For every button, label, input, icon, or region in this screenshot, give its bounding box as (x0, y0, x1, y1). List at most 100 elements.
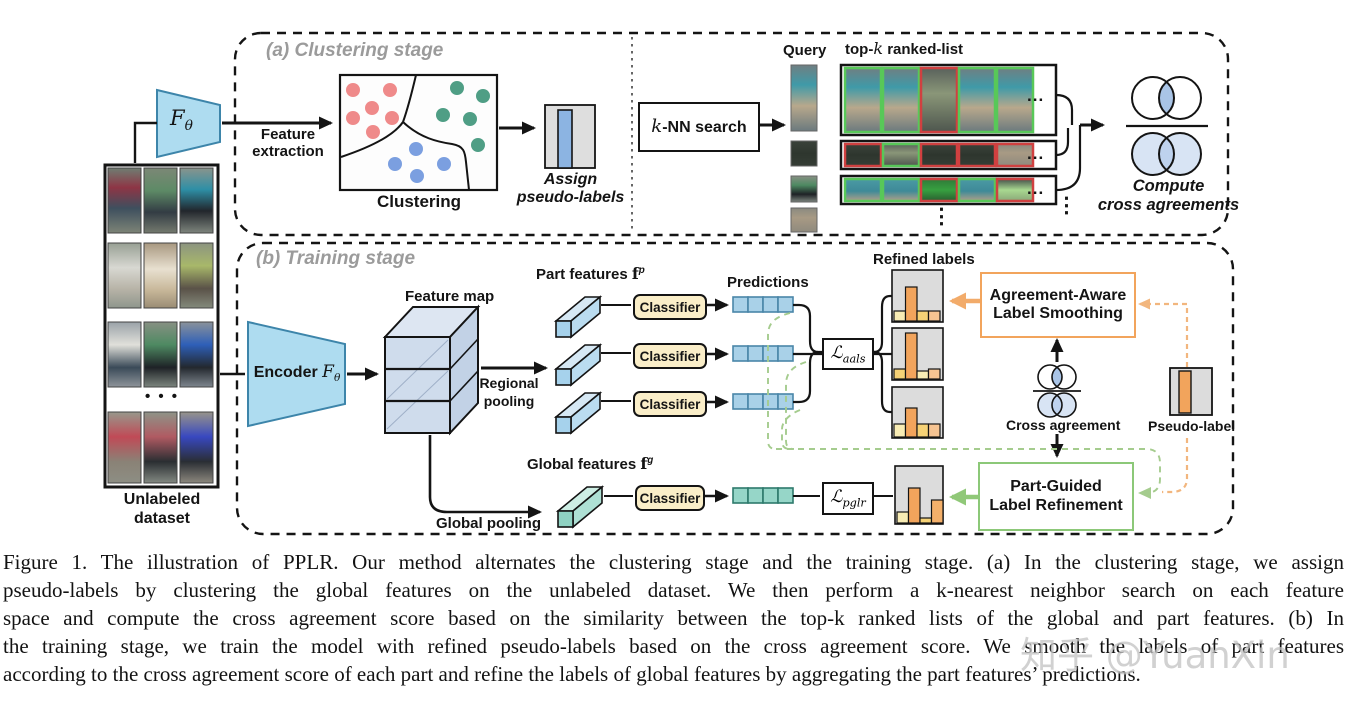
classifier-part-1: Classifier (633, 294, 707, 320)
classifier-global: Classifier (635, 485, 705, 511)
row1-ellipsis: ... (1027, 86, 1045, 105)
caption-line: pseudo-labels by clustering the global f… (3, 578, 1344, 602)
classifier-prediction-arrows (703, 298, 729, 503)
ranked-image-red (957, 142, 997, 168)
predictions-to-pglr-dashed (767, 312, 1161, 499)
global-pooling-arrow (428, 435, 542, 519)
ranked-image-red (995, 177, 1035, 203)
pseudo-label-histogram-b (1169, 367, 1213, 416)
person-crop (179, 167, 214, 234)
pseudo-to-aals-dashed (1138, 298, 1189, 367)
query-label: Query (783, 42, 827, 59)
loss-aals-box: ℒaals (822, 338, 874, 370)
knn-search-box: k-NN search (638, 102, 760, 152)
feature-map-cuboid (382, 304, 481, 436)
row2-ellipsis: ... (1027, 144, 1045, 163)
person-crop (107, 167, 142, 234)
ranked-image-green (957, 66, 997, 134)
query-image (790, 64, 818, 132)
caption-line: Figure 1. The illustration of PPLR. Our … (3, 550, 1344, 574)
unlabeled-dataset-label: Unlabeled dataset (123, 491, 201, 528)
caption-line: space and compute the cross agreement sc… (3, 606, 1344, 630)
aals-connectors (793, 294, 892, 414)
ranked-image-green (957, 177, 997, 203)
ranked-image-red (919, 66, 959, 134)
feature-extraction-label: Feature extraction (252, 126, 324, 161)
training-stage-box (235, 241, 1235, 536)
part-features-label: Part features fp (536, 264, 645, 283)
ranked-image-red (995, 142, 1035, 168)
bracket-vertical-ellipsis: ⋮ (1056, 194, 1077, 217)
classifier-part-2: Classifier (633, 343, 707, 369)
topk-ranked-list-label: top-k ranked-list (845, 39, 964, 58)
bar-classifier-connectors (601, 304, 633, 497)
caption-line: according to the cross agreement score o… (3, 662, 1141, 686)
ranked-image-green (843, 177, 883, 203)
clustering-label: Clustering (376, 192, 462, 211)
row3-ellipsis: ... (1027, 179, 1045, 198)
encoder-trapezoid-top (156, 88, 221, 159)
ranked-image-green (995, 66, 1035, 134)
loss-pglr-box: ℒpglr (822, 482, 874, 515)
refined-label-histograms (891, 269, 944, 525)
global-feature-bar (555, 485, 605, 529)
cross-agreement-fraction (1126, 76, 1208, 176)
person-crop (143, 321, 178, 388)
person-crop (143, 167, 178, 234)
assign-pseudo-labels-label: Assign pseudo-labels (516, 171, 625, 207)
person-crop (179, 321, 214, 388)
dataset-ellipsis: • • • (144, 388, 180, 405)
ranked-image-green (881, 142, 921, 168)
query-image (790, 207, 818, 233)
query-image (790, 140, 818, 167)
ranked-list-brackets (1055, 93, 1082, 192)
cross-agreement-label: Cross agreement (1006, 417, 1121, 433)
cross-agreement-small-fraction (1033, 364, 1081, 418)
pseudo-to-pglr-dashed (1162, 438, 1189, 494)
ranked-list-rows (839, 63, 1058, 206)
pseudo-label-histogram-a (544, 104, 596, 169)
part-feature-bars (553, 295, 603, 435)
rows-vertical-ellipsis: ⋮ (931, 205, 952, 228)
predictions-label: Predictions (727, 274, 809, 291)
query-image (790, 175, 818, 203)
query-column (790, 64, 818, 233)
person-crop (179, 411, 214, 484)
person-crop (143, 242, 178, 309)
ranked-image-red (919, 177, 959, 203)
cluster-green-dots (436, 81, 490, 152)
ranked-image-green (881, 177, 921, 203)
pseudo-label-label: Pseudo-label (1148, 418, 1236, 434)
feature-map-label: Feature map (405, 288, 495, 305)
classifier-part-3: Classifier (633, 391, 707, 417)
stage-b-title: (b) Training stage (256, 248, 416, 269)
diagram-canvas (103, 31, 1235, 536)
person-crop (179, 242, 214, 309)
stage-a-title: (a) Clustering stage (266, 40, 444, 61)
encoder-top-label: Fθ (170, 106, 193, 135)
caption-line: the training stage, we train the model w… (3, 634, 1344, 658)
unlabeled-dataset-box (103, 163, 220, 489)
person-crop (107, 242, 142, 309)
global-prediction-vector (732, 487, 794, 504)
cluster-red-dots (346, 83, 399, 139)
watermark: 知乎 @YuanXin (1020, 634, 1290, 677)
person-crop (143, 411, 178, 484)
ranked-image-red (843, 142, 883, 168)
person-crop (107, 321, 142, 388)
dataset-to-encoder-line (133, 121, 157, 163)
regional-pooling-label: Regional pooling (479, 375, 539, 410)
clustering-plot (338, 73, 499, 192)
part-guided-label-refinement-box: Part-Guided Label Refinement (978, 462, 1134, 531)
ranked-image-red (919, 142, 959, 168)
global-pooling-label: Global pooling (436, 515, 541, 532)
ranked-image-green (843, 66, 883, 134)
global-features-label: Global features fg (527, 454, 654, 473)
encoder-trapezoid (247, 320, 346, 428)
agreement-aware-label-smoothing-box: Agreement-Aware Label Smoothing (980, 272, 1136, 338)
clustering-stage-box (233, 31, 1230, 237)
compute-cross-agreements-label: Compute cross agreements (1097, 177, 1240, 214)
ranked-image-green (881, 66, 921, 134)
part-prediction-vectors (732, 296, 794, 410)
